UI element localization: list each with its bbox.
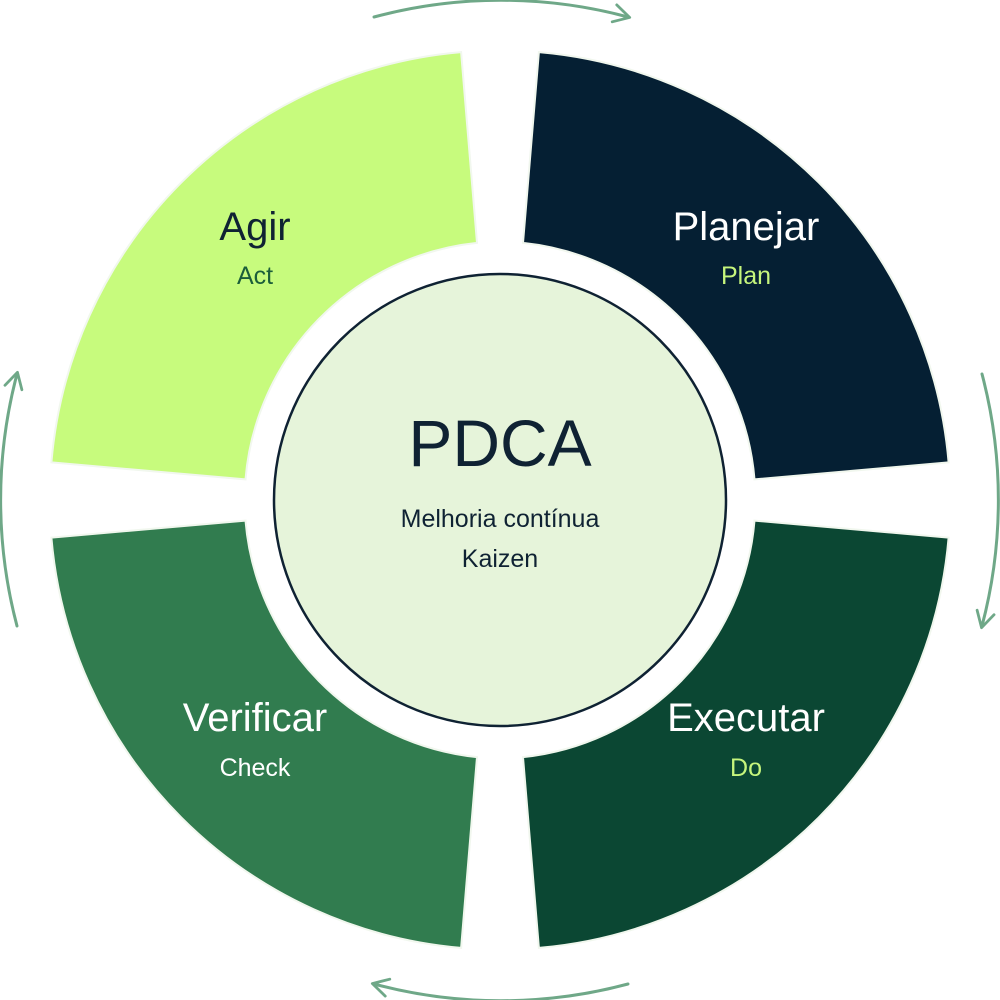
segment-do-subtitle: Do [730, 754, 762, 782]
segment-plan [521, 51, 950, 481]
cycle-arrow-right-icon [975, 372, 1000, 630]
segment-act-title: Agir [219, 205, 290, 249]
segment-do-title: Executar [667, 696, 825, 740]
center-line-1: Melhoria contínua [401, 505, 600, 533]
segment-do [521, 519, 950, 949]
segment-check-title: Verificar [183, 696, 328, 740]
cycle-arrow-left-icon [0, 370, 24, 628]
cycle-arrow-bottom-icon [370, 977, 630, 1000]
cycle-arrow-top-icon [372, 0, 632, 24]
segment-check-subtitle: Check [220, 754, 291, 782]
segment-act-subtitle: Act [237, 262, 273, 290]
segment-check [50, 519, 479, 949]
segment-plan-title: Planejar [673, 205, 820, 249]
segment-act [50, 51, 479, 481]
segment-plan-subtitle: Plan [721, 262, 771, 290]
center-circle [272, 272, 728, 728]
center-line-2: Kaizen [462, 545, 538, 573]
center-title: PDCA [408, 406, 591, 480]
